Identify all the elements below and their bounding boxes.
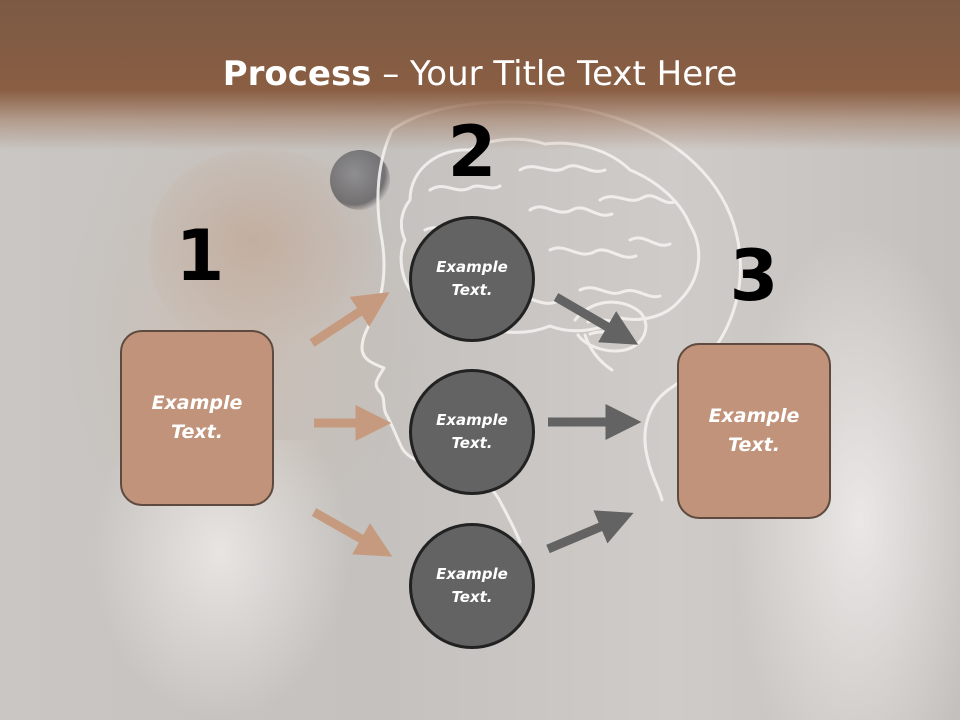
title-rest: – Your Title Text Here (371, 54, 738, 94)
arrow-circle-1-to-right (553, 293, 639, 345)
arrow-left-to-circle-1 (309, 292, 390, 347)
arrow-circle-3-to-right (546, 510, 634, 554)
step-number-1: 1 (175, 215, 225, 297)
title-bold: Process (222, 54, 372, 94)
arrow-left-to-circle-3 (311, 508, 393, 557)
step-number-3: 3 (729, 235, 779, 317)
step-number-2: 2 (447, 111, 497, 193)
page-title: Process – Your Title Text Here (0, 52, 960, 96)
header-band (0, 0, 960, 150)
